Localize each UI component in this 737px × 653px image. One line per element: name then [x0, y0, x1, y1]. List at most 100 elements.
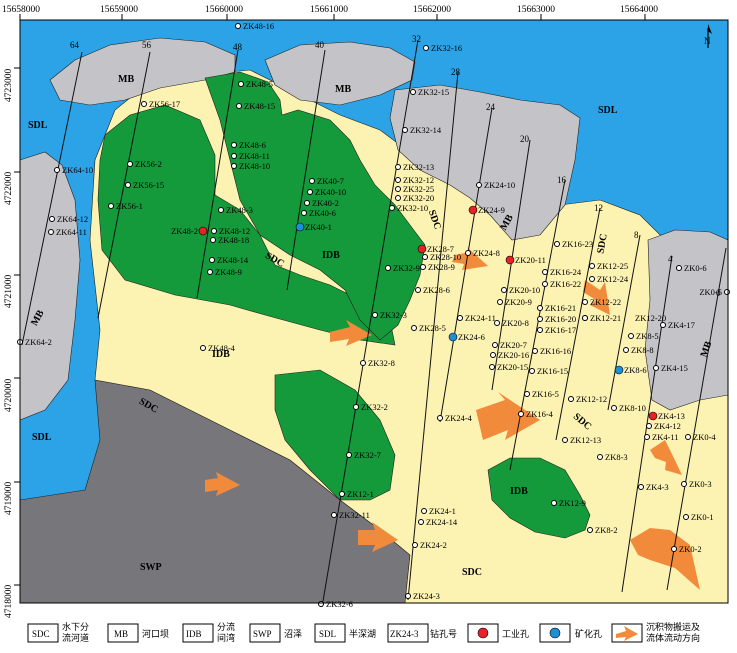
drill-hole-label: ZK0-1 [691, 512, 714, 522]
legend-label: 水下分 [62, 621, 89, 632]
mb-zone-2 [264, 41, 416, 106]
drill-holes: ZK48-16ZK32-16ZK48-5ZK48-15ZK56-17ZK32-1… [17, 21, 730, 609]
drill-hole: ZK32-20 [395, 193, 434, 203]
mineralized-hole-marker [295, 222, 305, 232]
drill-hole: ZK48-6 [231, 140, 266, 150]
drill-hole-label: ZK48-3 [226, 205, 253, 215]
drill-hole-label: ZK40-1 [305, 222, 332, 232]
industrial-hole-icon [477, 627, 489, 639]
drill-hole-label: ZK16-22 [550, 279, 581, 289]
drill-hole: ZK32-14 [402, 125, 442, 135]
drill-hole: ZK28-7 [417, 244, 454, 254]
drill-hole-marker [582, 299, 588, 305]
drill-hole: ZK64-11 [48, 227, 87, 237]
drill-hole-marker [582, 315, 588, 321]
drill-hole-marker [660, 322, 666, 328]
drill-hole: ZK24-11 [457, 313, 496, 323]
drill-hole-marker [646, 423, 652, 429]
drill-hole: ZK56-2 [127, 159, 162, 169]
drill-hole: ZK48-4 [200, 343, 236, 353]
drill-hole-marker [518, 411, 524, 417]
legend: SDC 水下分 流河道 MB 河口坝 IDB 分流 间湾 SWP 沼泽 SDL … [27, 621, 700, 643]
drill-hole-label: ZK48-11 [239, 151, 270, 161]
drill-hole: ZK8-10 [611, 403, 646, 413]
drill-hole-label: ZK32-25 [403, 184, 434, 194]
drill-hole-label: ZK48-12 [219, 226, 250, 236]
drill-hole-label: ZK20-15 [497, 362, 528, 372]
line-number: 8 [634, 230, 639, 240]
drill-hole: ZK20-7 [492, 340, 527, 350]
survey-line-28 [407, 71, 459, 601]
drill-hole-label: ZK24-9 [478, 205, 505, 215]
legend-label: 沼泽 [284, 629, 302, 639]
drill-hole-marker [231, 153, 237, 159]
flow-arrow [476, 392, 540, 440]
drill-hole-label: ZK48-14 [217, 255, 249, 265]
drill-hole: ZK4-11 [644, 432, 679, 442]
flow-arrow [358, 522, 398, 552]
drill-hole: ZK16-20 [537, 314, 576, 324]
drill-hole-marker [681, 481, 687, 487]
drill-hole: ZK4-13 [648, 411, 685, 421]
drill-hole: ZK40-10 [307, 187, 346, 197]
drill-hole-marker [127, 161, 133, 167]
drill-hole: ZK32-7 [346, 450, 381, 460]
drill-hole-label: ZK12-21 [590, 313, 621, 323]
drill-hole-marker [457, 315, 463, 321]
drill-hole-marker [542, 281, 548, 287]
mineralized-hole-marker [448, 332, 458, 342]
drill-hole: ZK20-11 [505, 255, 546, 265]
drill-hole-label: ZK48-9 [215, 267, 242, 277]
idb-zone-3 [274, 369, 396, 501]
drill-hole-label: ZK32-15 [418, 87, 449, 97]
drill-hole-marker [494, 320, 500, 326]
drill-hole-marker [685, 434, 691, 440]
drill-hole-marker [497, 299, 503, 305]
drill-hole-label: ZK28-9 [428, 262, 455, 272]
drill-hole-marker [307, 189, 313, 195]
drill-hole: ZK64-10 [54, 165, 93, 175]
drill-hole-label: ZK0-5 [699, 287, 722, 297]
line-number: 12 [594, 203, 603, 213]
drill-hole-label: ZK48-4 [208, 343, 236, 353]
facies-label-mb: MB [118, 74, 134, 85]
line-number: 0 [716, 288, 721, 298]
facies-label-idb: IDB [212, 349, 230, 360]
drill-hole-marker [492, 342, 498, 348]
drill-hole-label: ZK24-4 [445, 413, 473, 423]
facies-label-idb: IDB [510, 486, 528, 497]
facies-label-swp: SWP [140, 562, 162, 573]
drill-hole-marker [395, 164, 401, 170]
line-number: 20 [520, 134, 530, 144]
drill-hole-marker [125, 182, 131, 188]
drill-hole-marker [676, 265, 682, 271]
drill-hole-label: ZK64-11 [56, 227, 87, 237]
mb-zone-1 [49, 37, 236, 106]
drill-hole-label: ZK32-2 [361, 402, 388, 412]
drill-hole-label: ZK20-7 [500, 340, 527, 350]
y-tick-label: 4718000 [4, 585, 14, 619]
drill-hole-marker [231, 163, 237, 169]
drill-hole: ZK32-25 [395, 184, 434, 194]
drill-hole: ZK48-15 [236, 101, 275, 111]
drill-hole: ZK4-3 [638, 482, 669, 492]
drill-hole-marker [108, 203, 114, 209]
drill-hole-marker [405, 593, 411, 599]
drill-hole: ZK12-12 [568, 394, 607, 404]
drill-hole: ZK48-16 [235, 21, 274, 31]
drill-hole: ZK28-9 [420, 262, 455, 272]
drill-hole: ZK16-17 [537, 325, 576, 335]
y-tick-label: 4722000 [4, 172, 14, 206]
drill-hole-marker [562, 437, 568, 443]
x-tick-label: 15664000 [620, 5, 658, 15]
drill-hole: ZK16-23 [554, 239, 593, 249]
drill-hole-marker [210, 237, 216, 243]
north-arrow-head [708, 24, 712, 34]
north-arrow: N [704, 24, 712, 48]
drill-hole-label: ZK48-2 [171, 226, 198, 236]
facies-label-mb: MB [335, 84, 351, 95]
line-number: 24 [486, 102, 496, 112]
drill-hole: ZK16-5 [524, 389, 559, 399]
drill-hole-label: ZK20-16 [498, 350, 529, 360]
drill-hole: ZK24-4 [437, 413, 473, 423]
